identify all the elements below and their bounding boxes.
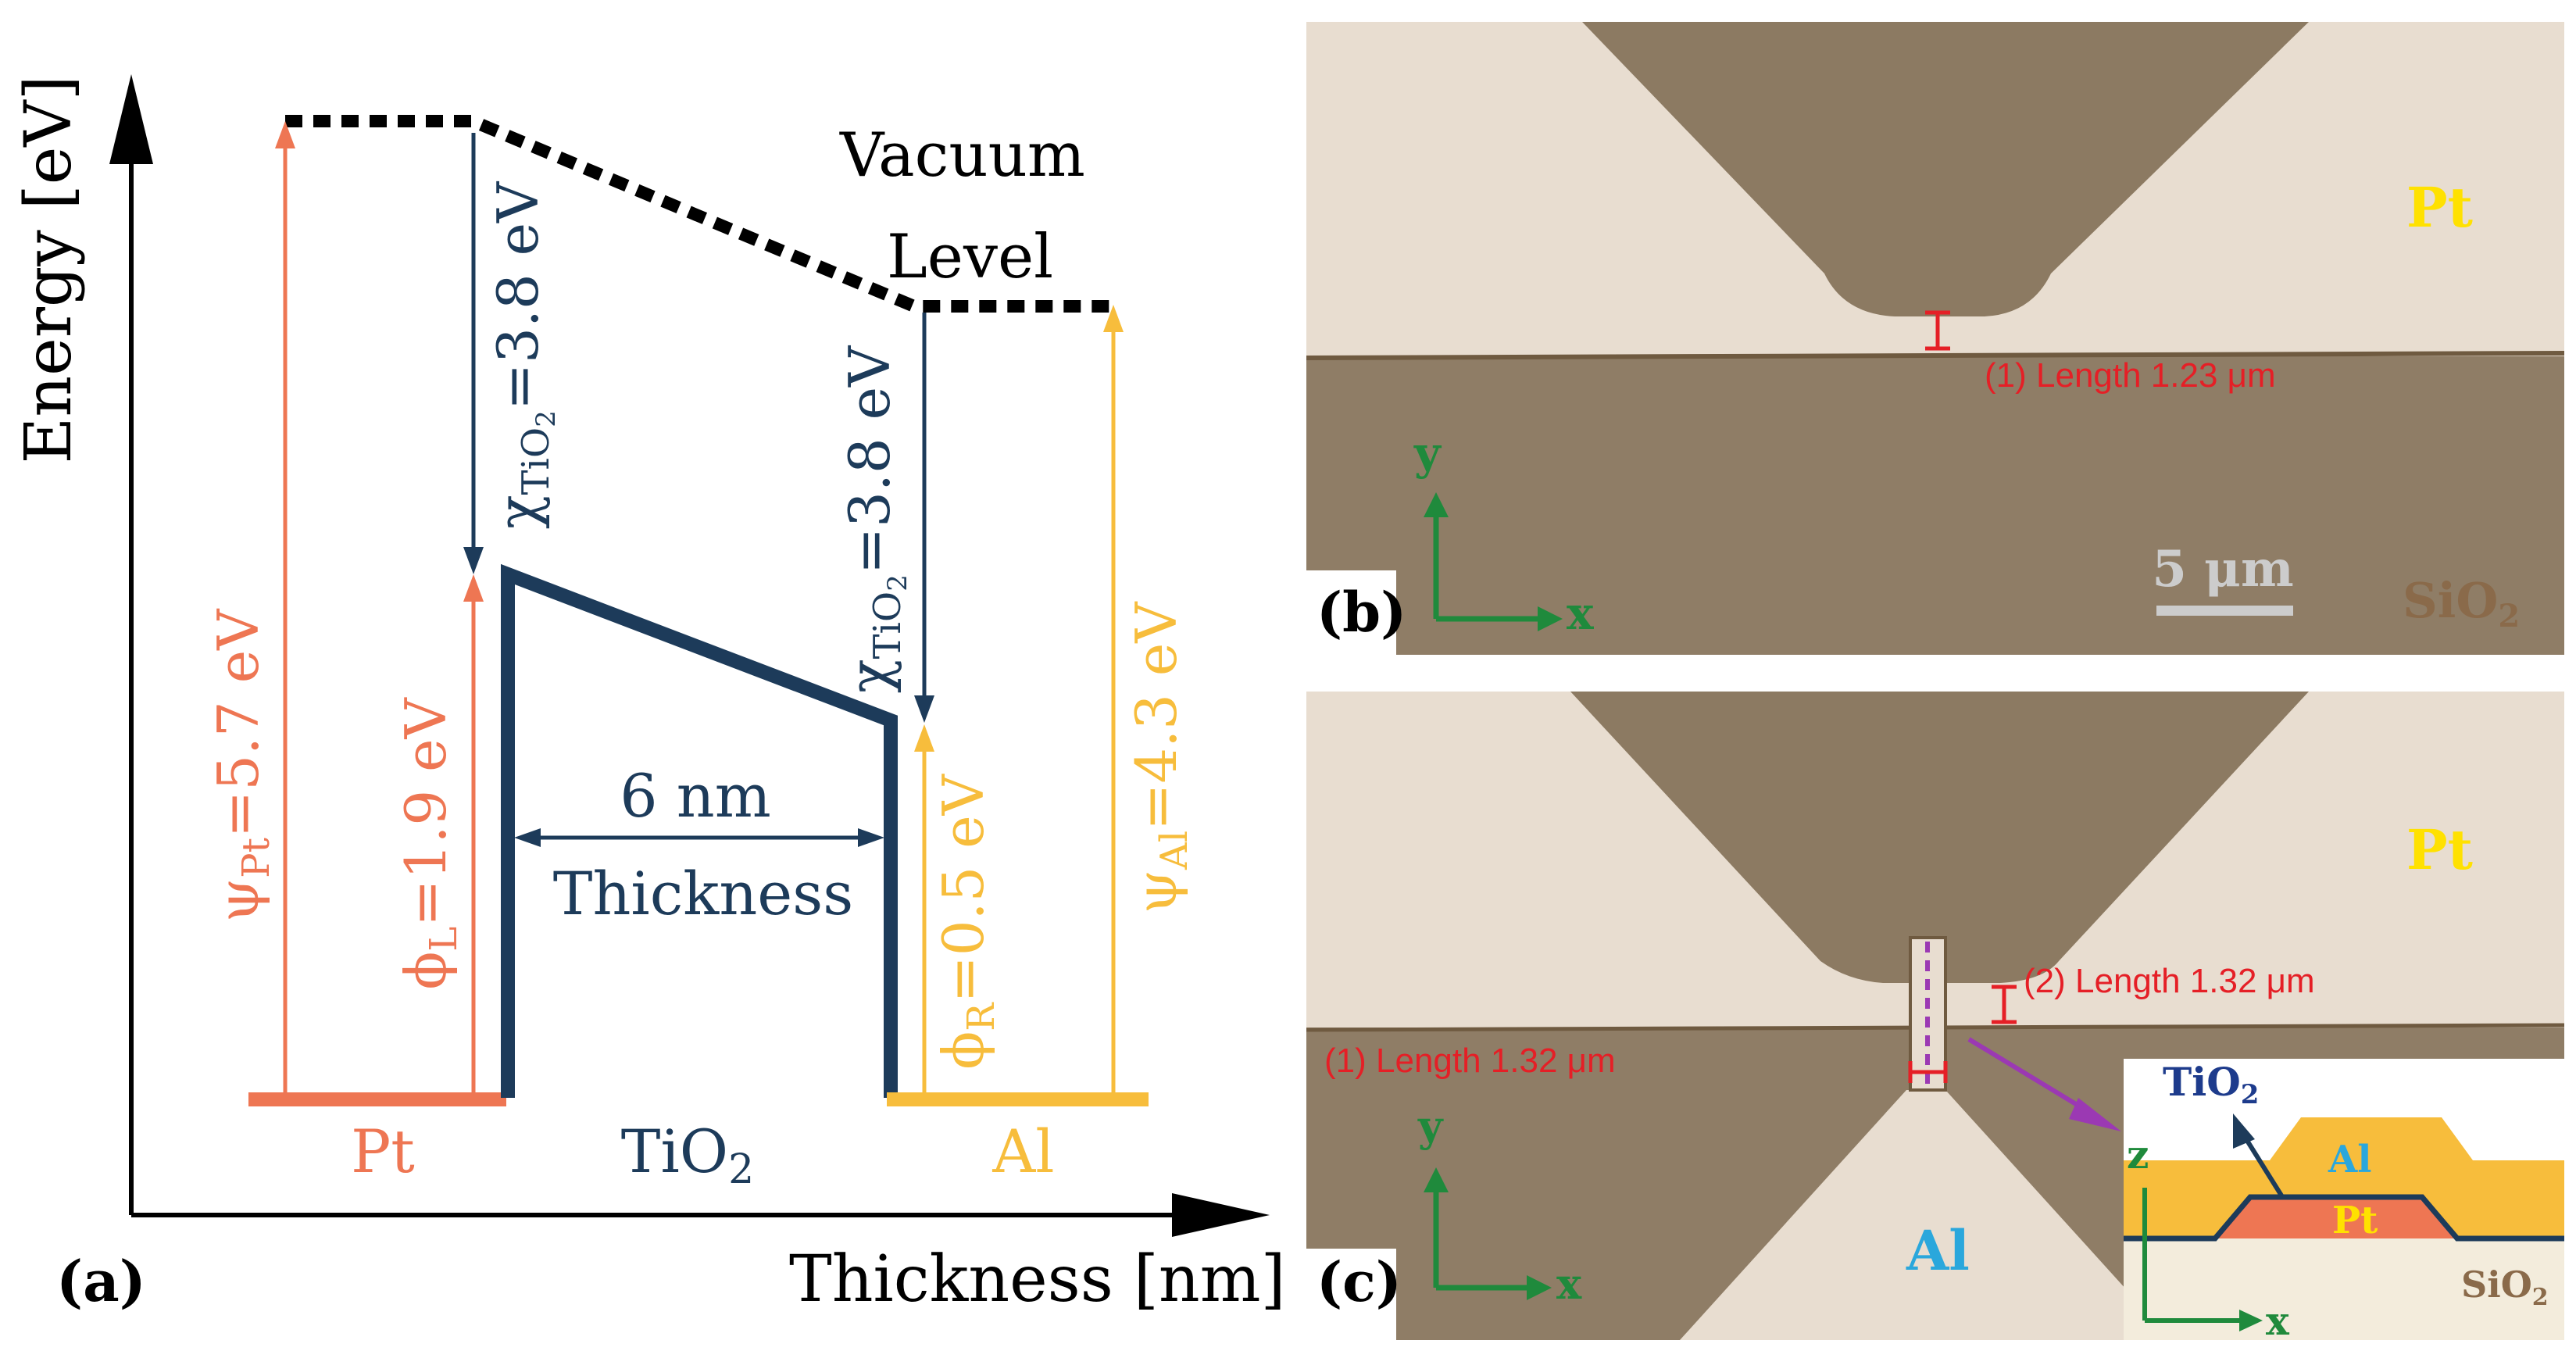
panel-b-axis-x: x: [1567, 587, 1594, 640]
vacuum-level-line: [285, 115, 1109, 313]
panel-b-sio2-sub: 2: [2498, 598, 2520, 634]
inset-tio2-arrowhead: [2233, 1113, 2255, 1149]
psi-al-sub: Al: [1152, 831, 1196, 870]
inset-al-layer: [2124, 1117, 2564, 1238]
panel-b-axis-y: y: [1413, 427, 1442, 480]
x-axis-arrowhead: [1172, 1193, 1270, 1237]
psi-pt-label: ψPt=5.7 eV: [205, 608, 278, 922]
phi-l-arrowhead: [463, 574, 484, 602]
chi-right-label: χTiO2=3.8 eV: [837, 345, 913, 693]
vacuum-label-line2: Level: [887, 222, 1053, 292]
chi-left-sub: TiO: [514, 427, 558, 495]
inset-sio2-layer: [2124, 1238, 2564, 1340]
tio2-barrier: [501, 563, 898, 1098]
chi-right-sub2: 2: [882, 574, 913, 592]
panel-a-label: (a): [56, 1248, 146, 1314]
panel-c-label-box: [1306, 1249, 1396, 1340]
panel-a-energy-diagram: Energy [eV] Thickness [nm] (a) Vacuum Le…: [12, 74, 1285, 1317]
panel-b-sio2-main: SiO: [2403, 572, 2498, 629]
thickness-arrowhead-right: [858, 828, 884, 847]
inset-tio2-line: [2124, 1194, 2564, 1242]
inset-axes: [2142, 1188, 2263, 1331]
panel-b-axes: [1424, 492, 1563, 631]
inset-pt-label: Pt: [2332, 1199, 2378, 1242]
panel-b-scale-label: 5 μm: [2152, 540, 2293, 599]
panel-c-micrograph: (2) Length 1.32 μm (1) Length 1.32 μm Pt…: [1306, 692, 2565, 1344]
panel-c-axis-x: x: [1556, 1259, 1582, 1309]
psi-pt-sub: Pt: [234, 838, 278, 878]
inset-tio2-sub: 2: [2241, 1079, 2260, 1110]
phi-r-arrowhead: [914, 724, 934, 752]
psi-pt-value: =5.7 eV: [205, 608, 271, 838]
bottom-tio2-sub: 2: [728, 1146, 754, 1193]
inset-sio2-sub: 2: [2532, 1284, 2549, 1311]
panel-b-pt-label: Pt: [2406, 175, 2473, 240]
inset-al-label: Al: [2328, 1138, 2371, 1181]
inset-axis-x: x: [2266, 1298, 2290, 1344]
panel-b-label: (b): [1317, 580, 1406, 645]
vacuum-label-line1: Vacuum: [839, 120, 1085, 191]
chi-right-value: =3.8 eV: [837, 345, 902, 574]
panel-c-pt-label: Pt: [2406, 817, 2473, 882]
panel-c-measure2-marker: [1992, 985, 2017, 1024]
phi-r-label: ϕR=0.5 eV: [931, 773, 1003, 1070]
phi-r-value: =0.5 eV: [931, 773, 996, 1003]
inset-pt-layer: [2215, 1199, 2457, 1238]
chi-left-value: =3.8 eV: [485, 180, 551, 410]
bottom-tio2-label: TiO2: [621, 1117, 754, 1193]
panel-c-purple-arrowhead: [2069, 1098, 2121, 1131]
inset-tio2-arrow: [2240, 1131, 2284, 1197]
panel-c-measure2-label: (2) Length 1.32 μm: [2024, 962, 2315, 1000]
phi-l-label: ϕL=1.9 eV: [393, 696, 466, 989]
chi-right-sub: TiO: [866, 592, 909, 659]
thickness-arrowhead-left: [514, 828, 541, 847]
psi-al-label: ψAl=4.3 eV: [1124, 601, 1196, 914]
thickness-word: Thickness: [553, 859, 854, 928]
chi-left-arrowhead: [463, 547, 484, 574]
panel-c-dark-trapezoid: [1570, 692, 2309, 983]
panel-c-label: (c): [1317, 1249, 1402, 1314]
bottom-tio2-main: TiO: [621, 1117, 728, 1186]
panel-c-al-triangle: [1680, 1090, 2172, 1340]
bottom-pt-label: Pt: [351, 1117, 415, 1186]
inset-sio2-label: SiO2: [2461, 1263, 2549, 1311]
bottom-al-label: Al: [991, 1117, 1054, 1186]
panel-c-al-label: Al: [1906, 1218, 1970, 1283]
panel-c-measure1-label: (1) Length 1.32 μm: [1324, 1042, 1616, 1080]
panel-b-micrograph: (1) Length 1.23 μm Pt 5 μm SiO2 y x (b): [1306, 22, 2565, 655]
y-axis-arrowhead: [109, 74, 153, 164]
panel-c-inset: TiO2 Al Pt SiO2 z x: [2124, 1059, 2564, 1344]
chi-right-arrowhead: [914, 695, 934, 723]
panel-b-sio2-label: SiO2: [2403, 572, 2520, 634]
panel-b-dark-trapezoid: [1582, 22, 2309, 316]
panel-c-axis-y: y: [1417, 1101, 1444, 1151]
panel-b-scale-bar: [2156, 606, 2293, 616]
psi-al-value: =4.3 eV: [1124, 601, 1189, 831]
thickness-value: 6 nm: [620, 761, 771, 831]
phi-l-value: =1.9 eV: [393, 696, 459, 926]
psi-al-arrowhead: [1103, 305, 1124, 332]
panel-c-measure1-marker: [1908, 1061, 1948, 1083]
y-axis-label: Energy [eV]: [12, 75, 86, 463]
chi-left-label: χTiO2=3.8 eV: [485, 180, 562, 529]
panel-b-label-box: [1306, 570, 1396, 655]
inset-axis-z: z: [2127, 1131, 2149, 1178]
panel-b-measure-marker: [1925, 310, 1950, 351]
psi-pt-arrowhead: [275, 121, 295, 148]
panel-b-measure-label: (1) Length 1.23 μm: [1985, 356, 2276, 395]
panel-b-edge-line: [1306, 351, 2565, 360]
inset-tio2-main: TiO: [2163, 1059, 2241, 1105]
inset-sio2-main: SiO: [2461, 1263, 2532, 1306]
phi-l-sub: L: [422, 927, 466, 952]
panel-c-axes: [1424, 1167, 1552, 1300]
chi-left-sub2: 2: [531, 410, 562, 427]
x-axis-label: Thickness [nm]: [789, 1242, 1285, 1317]
inset-tio2-label: TiO2: [2163, 1059, 2259, 1110]
phi-r-sub: R: [959, 1002, 1003, 1031]
